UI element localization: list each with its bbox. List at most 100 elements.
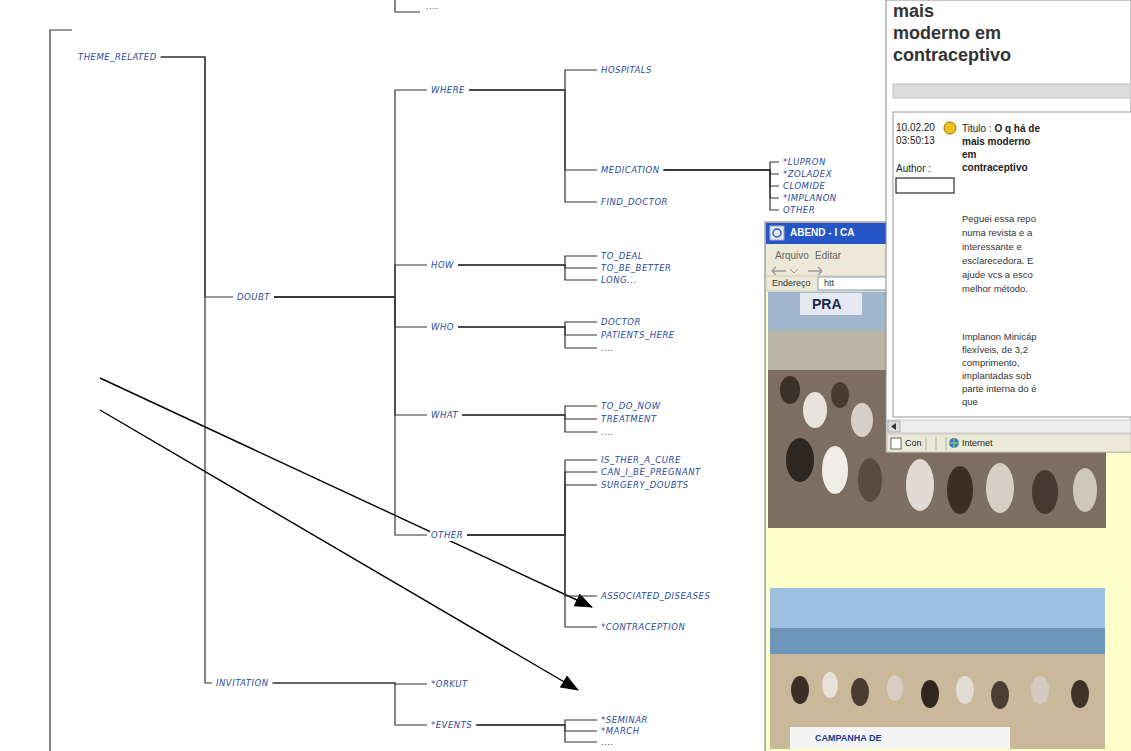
tree-topic: *EVENTS	[430, 719, 473, 731]
tree-topic: INVITATION	[215, 677, 270, 689]
tree-topic: TREATMENT	[600, 413, 658, 425]
bracket-connector	[467, 485, 597, 535]
address-caption: Endereço	[772, 278, 811, 289]
browser-window-part	[790, 269, 798, 273]
pointer-arrow	[100, 378, 592, 690]
bracket-connector	[458, 327, 597, 348]
tree-topic: *CONTRACEPTION	[600, 621, 686, 633]
tree-topic: ....	[600, 736, 615, 748]
bracket-connector	[161, 57, 212, 683]
topic-text: WHAT	[431, 410, 458, 420]
popup-window-part	[949, 438, 959, 448]
topic-text: *EVENTS	[431, 720, 472, 730]
photo-crowd-part	[800, 293, 862, 315]
banner-text: PRA	[812, 296, 842, 312]
bracket-connector	[273, 683, 427, 725]
topic-text: *CONTRACEPTION	[601, 622, 685, 632]
tree-topic: CLOMIDE	[782, 180, 826, 192]
page-heading: mais moderno em contraceptivo	[893, 0, 1007, 66]
title-caption: Titulo :	[962, 123, 992, 134]
tree-topic: LONG...	[600, 274, 638, 286]
topic-text: LONG...	[601, 275, 637, 285]
photo-beach-part	[851, 678, 869, 706]
banner-text: CAMPANHA DE	[815, 733, 882, 744]
bracket-connector	[467, 535, 597, 627]
bracket-connector	[458, 327, 597, 335]
post-body: Peguei essa repo numa revista e a intere…	[962, 212, 1054, 296]
topic-text: SURGERY_DOUBTS	[601, 480, 689, 490]
tree-topic: HOSPITALS	[600, 64, 653, 76]
bracket-connector	[274, 90, 427, 297]
tree-topic: ....	[600, 426, 615, 438]
tree-topic: WHAT	[430, 409, 459, 421]
tree-topic: TO_DEAL	[600, 250, 644, 262]
tree-topic: SURGERY_DOUBTS	[600, 479, 690, 491]
bracket-connector	[458, 322, 597, 327]
topic-text: *MARCH	[601, 726, 640, 736]
photo-beach-part	[921, 680, 939, 708]
tree-bracket-part	[50, 30, 72, 751]
tree-topic: *ORKUT	[430, 678, 469, 690]
topic-text: CAN_I_BE_PREGNANT	[601, 467, 701, 477]
photo-crowd-part	[1032, 470, 1058, 514]
popup-window-part	[891, 438, 901, 449]
bracket-connector	[664, 170, 779, 198]
popup-window-part	[949, 438, 959, 448]
topic-text: THEME_RELATED	[78, 52, 157, 62]
tree-bracket-part	[395, 0, 420, 12]
photo-beach	[770, 588, 1105, 749]
bracket-connector	[469, 90, 597, 170]
popup-window-part	[891, 423, 896, 430]
topic-text: WHO	[431, 322, 454, 332]
browser-window-part	[770, 226, 784, 240]
photo-beach-part	[956, 676, 974, 704]
bracket-connector	[476, 720, 597, 725]
topic-text: HOSPITALS	[601, 65, 652, 75]
bracket-connector	[476, 725, 597, 742]
post-body: Implanon Minicáp flexíveis, de 3,2 compr…	[962, 330, 1054, 408]
bracket-connector	[458, 256, 597, 265]
tree-topic: IS_THER_A_CURE	[600, 454, 682, 466]
tree-topic: *LUPRON	[782, 156, 827, 168]
photo-beach-part	[1071, 680, 1089, 708]
topic-text: IS_THER_A_CURE	[601, 455, 681, 465]
bracket-connector	[469, 90, 597, 202]
bracket-connector	[467, 472, 597, 535]
topic-text: OTHER	[783, 205, 815, 215]
topic-text: DOCTOR	[601, 317, 641, 327]
tree-topic: FIND_DOCTOR	[600, 196, 669, 208]
photo-beach-part	[822, 672, 838, 698]
photo-crowd-part	[803, 392, 827, 428]
tree-topic: OTHER	[782, 204, 816, 216]
bracket-connector	[664, 162, 779, 170]
tree-topic: WHO	[430, 321, 455, 333]
topic-text: *IMPLANON	[783, 193, 837, 203]
photo-crowd-part	[1073, 468, 1097, 512]
topic-text: ....	[601, 343, 614, 353]
tree-topic: WHERE	[430, 84, 466, 96]
browser-window-part	[772, 267, 822, 275]
bracket-connector	[462, 415, 597, 432]
status-text: Con	[905, 438, 922, 449]
bracket-connector	[467, 460, 597, 535]
tree-topic: MEDICATION	[600, 164, 661, 176]
tree-topic: TO_BE_BETTER	[600, 262, 672, 274]
tree-topic: DOCTOR	[600, 316, 642, 328]
popup-window-part	[887, 420, 1131, 433]
popup-window-part	[887, 434, 1131, 452]
tree-topic: *ZOLADEX	[782, 168, 833, 180]
photo-beach-part	[770, 654, 1105, 749]
bracket-connector	[274, 265, 427, 297]
post-title: Titulo : O q há de mais moderno em contr…	[962, 122, 1040, 174]
tree-topic: THEME_RELATED	[77, 51, 158, 63]
photo-beach-part	[770, 588, 1105, 749]
bracket-connector	[664, 170, 779, 210]
topic-text: TREATMENT	[601, 414, 657, 424]
topic-text: INVITATION	[216, 678, 269, 688]
topic-text: TO_BE_BETTER	[601, 263, 671, 273]
topic-text: *SEMINAR	[601, 715, 648, 725]
bracket-connector	[274, 297, 427, 535]
photo-beach-part	[991, 681, 1009, 709]
topic-text: *LUPRON	[783, 157, 826, 167]
browser-window-part	[773, 229, 781, 237]
